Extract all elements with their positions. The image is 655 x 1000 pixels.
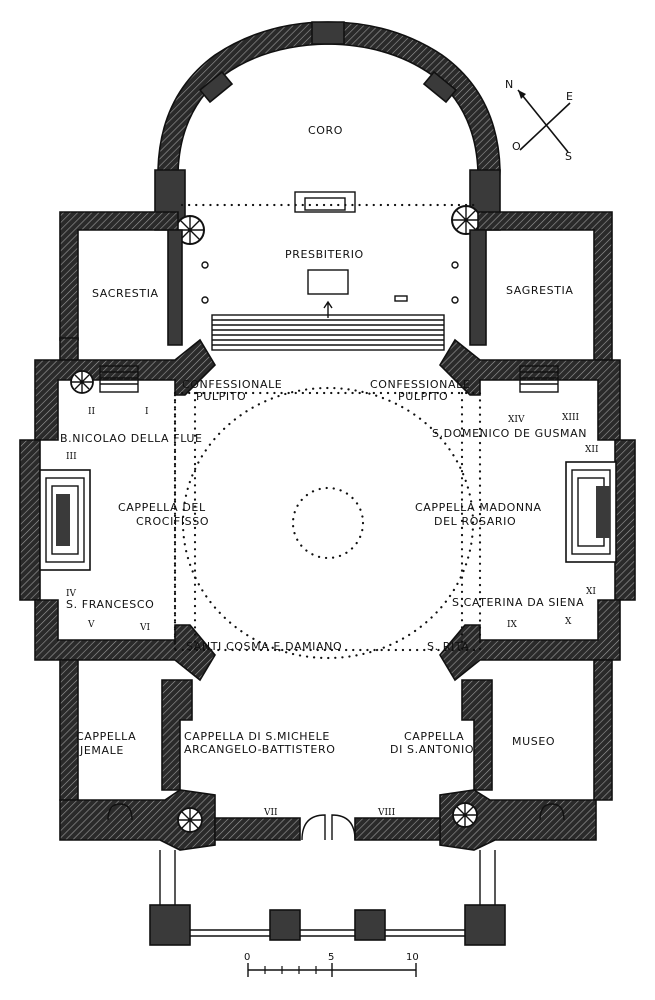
numeral-i: I: [145, 407, 149, 417]
stair-turret-lower-right: [452, 802, 478, 828]
numeral-ix: IX: [507, 620, 518, 630]
compass-e: E: [566, 90, 574, 103]
label-presbiterio: PRESBITERIO: [285, 248, 364, 261]
numeral-xiv: XIV: [508, 415, 525, 425]
label-confessionale-right: CONFESSIONALE: [370, 378, 470, 391]
numeral-xi: XI: [586, 587, 596, 597]
main-entrance-doors: [107, 803, 565, 841]
label-rita: S. RITA: [427, 640, 469, 653]
label-jemale-line1: CAPPELLA: [76, 730, 136, 743]
scale-label-0: 0: [244, 952, 250, 963]
compass-o: O: [512, 140, 521, 153]
nave-stairs: [70, 365, 559, 394]
dome-center-dotted-circle: [291, 486, 365, 560]
label-confessionale-left: CONFESSIONALE: [182, 378, 282, 391]
label-cosma: SANTI COSMA E DAMIANO: [186, 640, 342, 653]
label-pulpito-right: PULPITO: [398, 390, 448, 403]
portico: [149, 850, 506, 946]
nave-central-dotted-circle: [181, 386, 475, 660]
sacristy-left-walls: [59, 211, 179, 361]
presbytery: [167, 229, 487, 351]
label-sagrestia: SAGRESTIA: [506, 284, 574, 297]
label-francesco: S. FRANCESCO: [66, 598, 154, 611]
lower-walls: [59, 659, 613, 851]
nave-dotted-rect: [173, 391, 482, 652]
numeral-iv: IV: [66, 589, 77, 599]
numeral-iii: III: [66, 452, 77, 462]
scale-label-5: 5: [328, 952, 334, 963]
label-madonna-line1: CAPPELLA MADONNA: [415, 501, 542, 514]
altar-niche-left: [39, 469, 91, 571]
scale-bar: 0 5 10: [244, 952, 419, 977]
numeral-vii: VII: [263, 808, 278, 818]
label-domenico: S.DOMENICO DE GUSMAN: [432, 427, 587, 440]
altar: [294, 191, 356, 213]
numeral-xiii: XIII: [562, 413, 580, 423]
label-sacrestia: SACRESTIA: [92, 287, 159, 300]
stair-turret-lower-left: [177, 807, 203, 833]
compass-north-arrow-icon: [518, 90, 526, 99]
label-coro: CORO: [308, 124, 343, 137]
label-michele-line2: ARCANGELO-BATTISTERO: [184, 743, 335, 756]
numeral-x: X: [565, 617, 572, 627]
label-jemale-line2: JEMALE: [79, 744, 124, 757]
numeral-vi: VI: [139, 623, 150, 633]
label-caterina: S.CATERINA DA SIENA: [452, 596, 584, 609]
altar-step: [304, 197, 346, 211]
label-nicolao: B.NICOLAO DELLA FLUE: [60, 432, 203, 445]
compass-n: N: [505, 78, 514, 91]
numeral-xii: XII: [585, 445, 599, 455]
label-madonna-line2: DEL ROSARIO: [434, 515, 516, 528]
numeral-v: V: [87, 620, 95, 630]
numeral-viii: VIII: [377, 808, 396, 818]
label-antonio-line2: DI S.ANTONIO: [390, 743, 474, 756]
numeral-ii: II: [88, 407, 96, 417]
nave-walls: [19, 338, 636, 682]
label-pulpito-left: PULPITO: [196, 390, 246, 403]
scale-label-10: 10: [406, 952, 419, 963]
label-crocifisso-line2: CROCIFISSO: [136, 515, 209, 528]
compass-rose: N E S O: [505, 78, 574, 163]
compass-s: S: [565, 150, 573, 163]
altar-niche-right: [565, 461, 617, 563]
label-museo: MUSEO: [512, 735, 555, 748]
label-antonio-line1: CAPPELLA: [404, 730, 464, 743]
label-crocifisso-line1: CAPPELLA DEL: [118, 501, 206, 514]
label-michele-line1: CAPPELLA DI S.MICHELE: [184, 730, 330, 743]
